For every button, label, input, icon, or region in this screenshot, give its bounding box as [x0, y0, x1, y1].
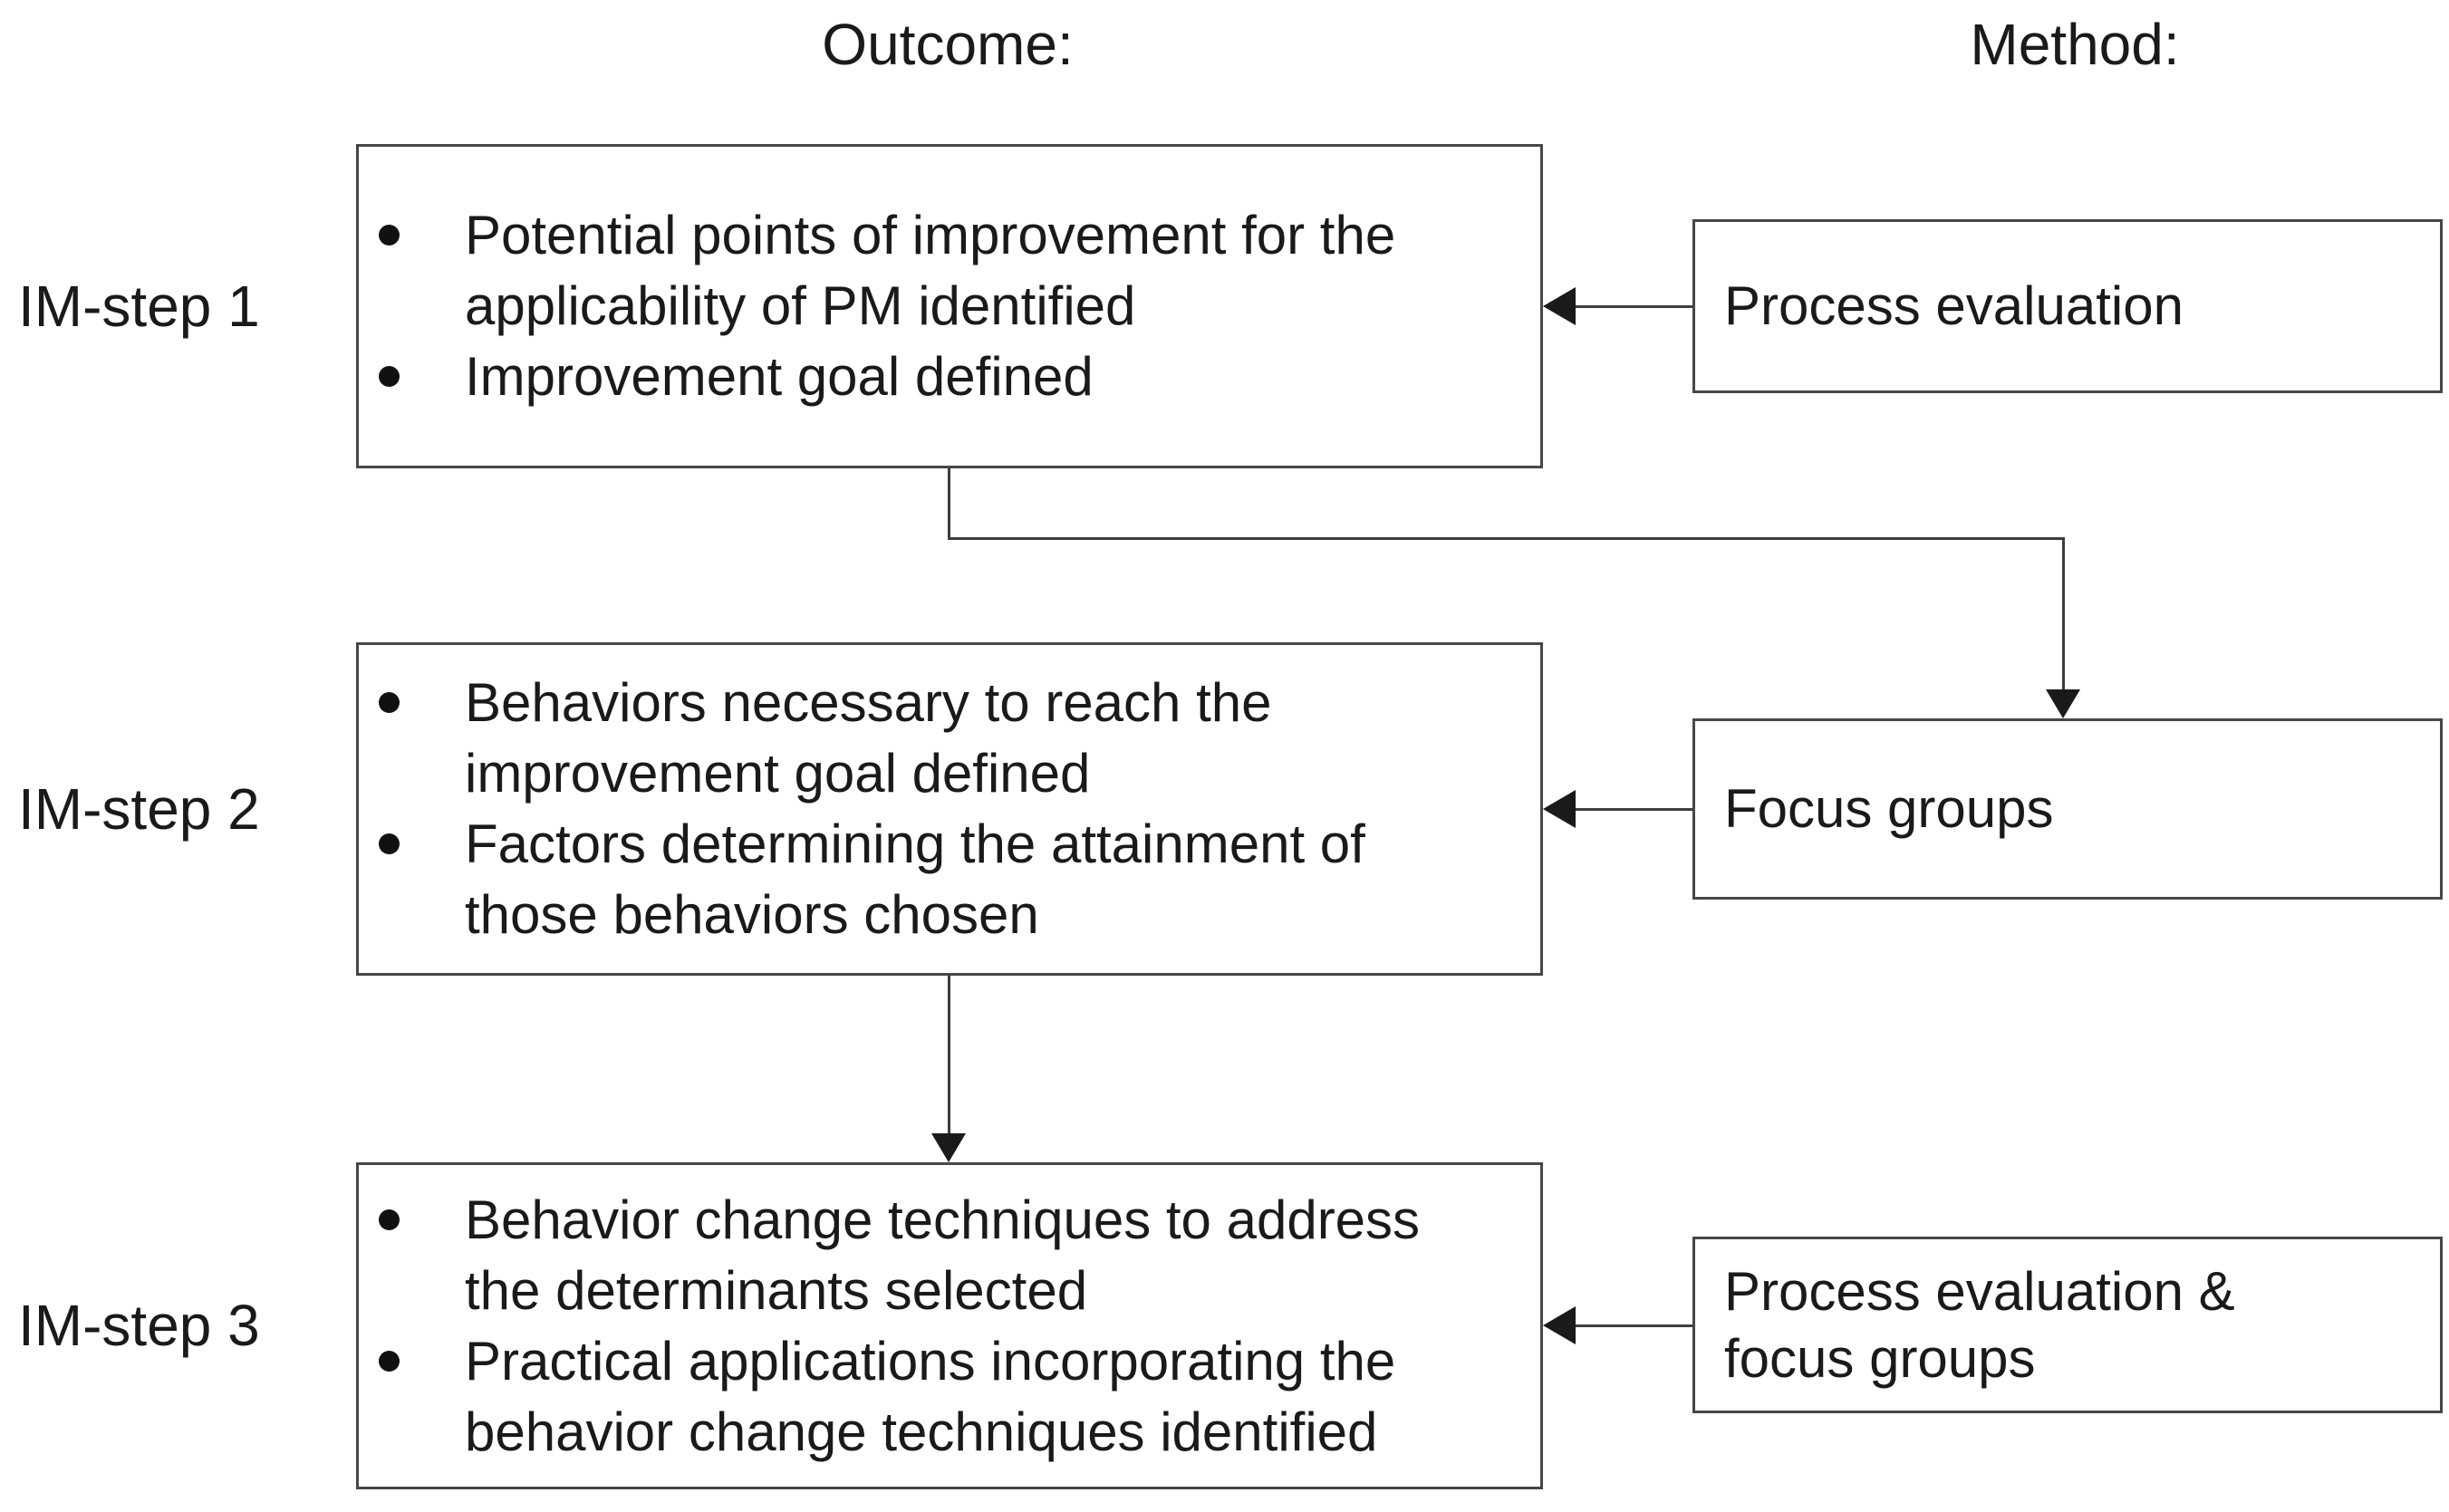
- bullet-item: Practical applications incorporating the…: [359, 1326, 1522, 1468]
- bullet-icon: [379, 366, 400, 387]
- method-box-focus-groups: Focus groups: [1692, 718, 2443, 900]
- connector-segment-vertical: [948, 468, 950, 539]
- arrow-down-icon: [2046, 689, 2080, 718]
- outcome-bullet-list: Behaviors necessary to reach the improve…: [359, 668, 1540, 950]
- outcome-bullet-list: Behavior change techniques to address th…: [359, 1185, 1540, 1468]
- step-label-im-step-3: IM-step 3: [18, 1293, 260, 1358]
- bullet-item: Improvement goal defined: [359, 342, 1522, 412]
- bullet-item: Behavior change techniques to address th…: [359, 1185, 1522, 1326]
- arrow-left-icon: [1543, 1306, 1576, 1344]
- bullet-icon: [379, 225, 400, 246]
- bullet-icon: [379, 1209, 400, 1230]
- method-column-header: Method:: [1970, 12, 2180, 77]
- bullet-text: Practical applications incorporating the…: [465, 1330, 1396, 1462]
- method-label: Process evaluation: [1724, 275, 2184, 336]
- connector-segment-horizontal: [948, 537, 2065, 540]
- method-label: Process evaluation & focus groups: [1724, 1260, 2235, 1389]
- arrow-down-icon: [931, 1133, 966, 1162]
- bullet-text: Behavior change techniques to address th…: [465, 1189, 1421, 1321]
- method-label: Focus groups: [1724, 778, 2054, 839]
- bullet-text: Factors determining the attainment of th…: [465, 814, 1365, 945]
- outcome-box-step-1: Potential points of improvement for the …: [356, 144, 1543, 468]
- step-label-im-step-1: IM-step 1: [18, 274, 260, 339]
- bullet-item: Behaviors necessary to reach the improve…: [359, 668, 1522, 809]
- bullet-icon: [379, 692, 400, 713]
- bullet-text: Potential points of improvement for the …: [465, 205, 1396, 336]
- arrow-left-icon: [1543, 287, 1576, 325]
- outcome-column-header: Outcome:: [822, 12, 1074, 77]
- connector-segment-vertical: [948, 976, 950, 1135]
- arrow-shaft: [1573, 305, 1692, 308]
- bullet-icon: [379, 833, 400, 854]
- method-box-process-evaluation: Process evaluation: [1692, 219, 2443, 393]
- arrow-shaft: [1573, 1324, 1692, 1327]
- bullet-item: Potential points of improvement for the …: [359, 200, 1522, 342]
- step-label-im-step-2: IM-step 2: [18, 776, 260, 842]
- bullet-text: Improvement goal defined: [465, 346, 1094, 407]
- method-box-process-evaluation-and-focus-groups: Process evaluation & focus groups: [1692, 1237, 2443, 1413]
- connector-segment-vertical: [2062, 537, 2065, 691]
- bullet-item: Factors determining the attainment of th…: [359, 809, 1522, 950]
- outcome-box-step-2: Behaviors necessary to reach the improve…: [356, 642, 1543, 976]
- arrow-shaft: [1573, 808, 1692, 811]
- outcome-bullet-list: Potential points of improvement for the …: [359, 200, 1540, 412]
- arrow-left-icon: [1543, 790, 1576, 828]
- bullet-icon: [379, 1350, 400, 1372]
- bullet-text: Behaviors necessary to reach the improve…: [465, 672, 1272, 804]
- outcome-box-step-3: Behavior change techniques to address th…: [356, 1162, 1543, 1489]
